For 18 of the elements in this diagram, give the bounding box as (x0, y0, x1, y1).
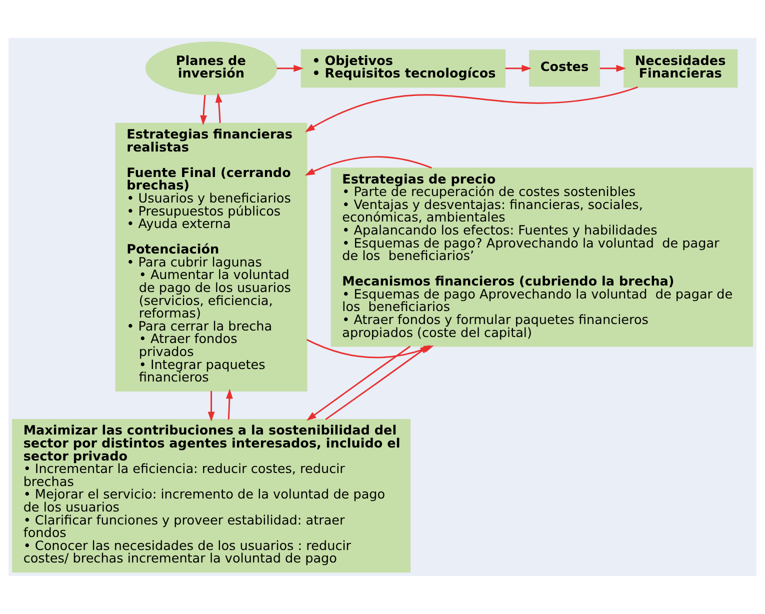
node-ellipse: Planes de inversión (145, 42, 278, 96)
node-box: Estrategias financieras realistas Fuente Final (cerrando brechas) • Usuarios y beneficiarios • Presupuestos públicos • Ayuda externa Potenciación • Para cubrir lagunas • Aumentar la voluntad de pago de los usuarios (servicios, eficiencia, reformas) • Para cerrar la brecha • Atraer fondos privados • Integrar paquetes financieros (115, 122, 308, 392)
arrow (304, 156, 432, 176)
arrow (305, 86, 638, 132)
arrow (208, 391, 215, 422)
arrow (306, 346, 411, 421)
arrow (276, 64, 304, 72)
node-box: Necesidades Financieras (624, 49, 738, 88)
arrow (226, 388, 233, 420)
node-box: Maximizar las contribuciones a la sostenibilidad del sector por distintos agentes interesados, incluido el sector privado • Incrementar la eficiencia: reducir costes, reducir brechas • Mejorar el servicio: incremento de la voluntad de pago de los usuarios • Clarificar funciones y proveer estabilidad: atraer fondos • Conocer las necesidades de los usuarios : reducir costes/ brechas incrementar la voluntad de pago (12, 419, 411, 573)
arrow (325, 344, 430, 420)
node-box: Costes (529, 50, 600, 87)
arrow (505, 64, 532, 72)
arrow (600, 64, 626, 72)
node-box: • Objetivos • Requisitos tecnologícos (300, 49, 506, 88)
arrow (215, 92, 222, 124)
node-box: Estrategias de precio • Parte de recuperación de costes sostenibles • Ventajas y desventajas: financieras, sociales, económicas, ambientales • Apalancando los efectos: Fuentes y habilidades • Esquemas de pago? Aprovechando la voluntad de pagar de los beneficiarios’ Mecanismos financieros (cubriendo la brecha) • Esquemas de pago Aprovechando la voluntad de pagar de los beneficiarios • Atraer fondos y formular paquetes financieros apropiados (coste del capital) (330, 168, 753, 347)
arrow (200, 94, 207, 126)
